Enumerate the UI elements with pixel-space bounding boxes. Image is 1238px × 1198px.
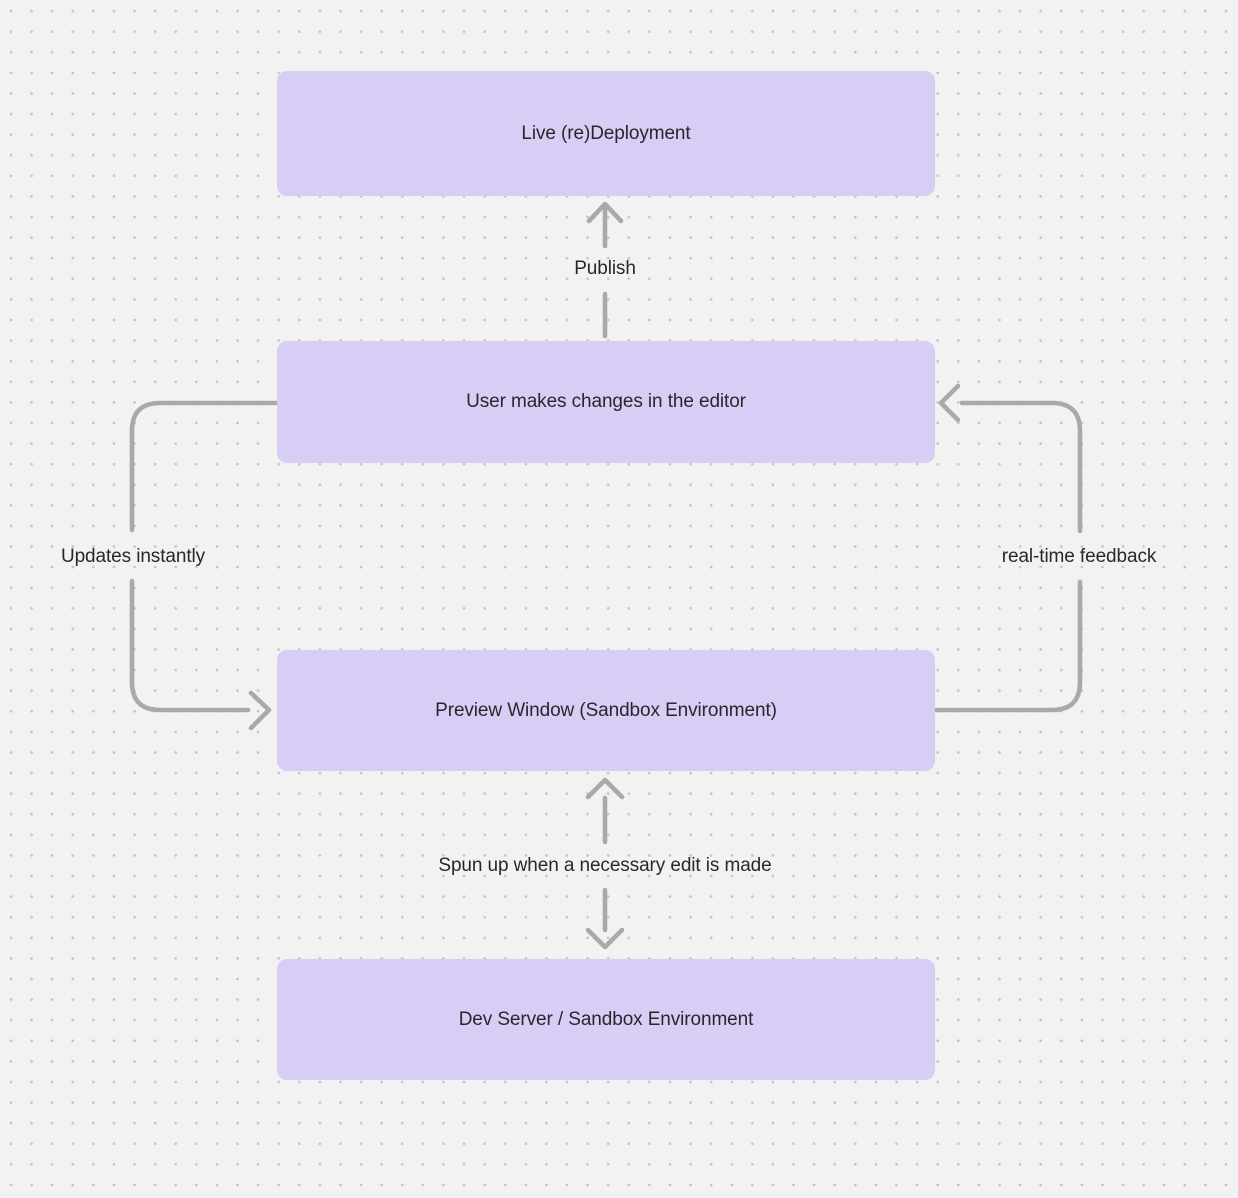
connector-spun-up[interactable] bbox=[585, 777, 625, 950]
node-label: Preview Window (Sandbox Environment) bbox=[435, 699, 777, 721]
arrowhead-down-icon bbox=[585, 927, 625, 950]
connector-publish[interactable] bbox=[586, 201, 624, 339]
arrowhead-up-icon bbox=[585, 777, 625, 800]
connector-segment bbox=[129, 578, 251, 713]
node-live-redeployment[interactable]: Live (re)Deployment bbox=[277, 71, 935, 196]
connector-segment bbox=[933, 579, 1083, 713]
node-user-editor[interactable]: User makes changes in the editor bbox=[277, 341, 935, 463]
connector-segment bbox=[129, 400, 280, 533]
edge-label-publish: Publish bbox=[574, 258, 636, 279]
connector-updates-instantly[interactable] bbox=[129, 400, 280, 731]
arrowhead-up-icon bbox=[586, 201, 624, 224]
arrowhead-right-icon bbox=[248, 690, 272, 731]
connector-real-time-feedback[interactable] bbox=[933, 383, 1083, 713]
connector-segment bbox=[959, 400, 1083, 534]
edge-label-updates-instantly: Updates instantly bbox=[60, 546, 206, 567]
node-preview-window[interactable]: Preview Window (Sandbox Environment) bbox=[277, 650, 935, 771]
node-label: Dev Server / Sandbox Environment bbox=[458, 1008, 754, 1030]
node-label: User makes changes in the editor bbox=[466, 391, 746, 412]
node-dev-server[interactable]: Dev Server / Sandbox Environment bbox=[277, 959, 935, 1080]
node-label: Live (re)Deployment bbox=[521, 122, 691, 144]
arrowhead-left-icon bbox=[938, 383, 961, 423]
edge-label-real-time-feedback: real-time feedback bbox=[1001, 546, 1157, 567]
edge-label-spun-up: Spun up when a necessary edit is made bbox=[438, 855, 772, 876]
